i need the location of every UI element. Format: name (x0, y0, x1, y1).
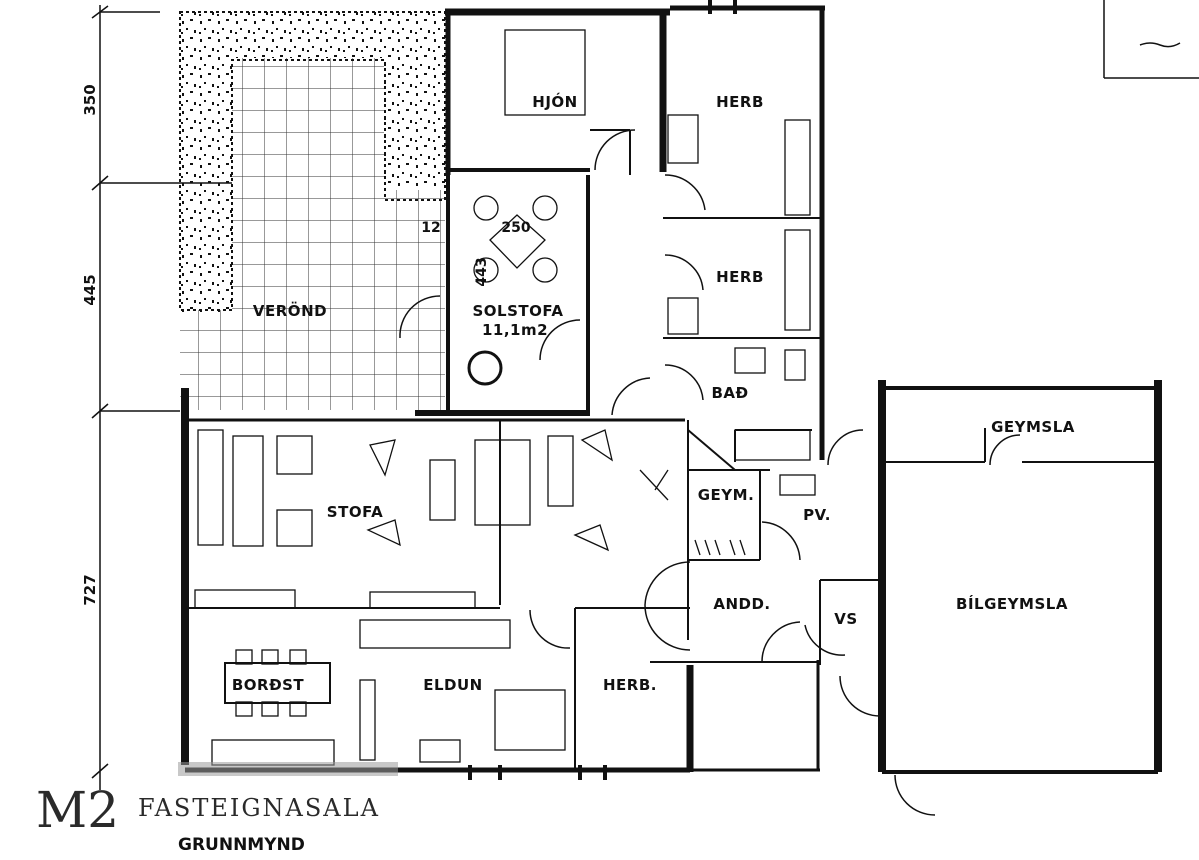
label-geym: GEYM. (698, 486, 755, 504)
exterior-walls (181, 5, 1162, 774)
label-verond: VERÖND (253, 301, 327, 320)
room-labels: HJÓN HERB HERB BAÐ SOLSTOFA 11,1m2 VERÖN… (232, 92, 1075, 694)
dimension-727: 727 (81, 574, 99, 605)
door-swings (399, 129, 1021, 816)
label-bad: BAÐ (711, 384, 748, 402)
label-vs: VS (834, 610, 857, 628)
label-eldun: ELDUN (423, 676, 483, 694)
label-bordst: BORÐST (232, 676, 305, 694)
furniture (194, 0, 816, 780)
label-herb-2: HERB (716, 268, 764, 286)
logo: M2 FASTEIGNASALA (36, 781, 380, 839)
label-geymsla: GEYMSLA (991, 418, 1075, 436)
label-stofa: STOFA (327, 503, 383, 521)
label-bilgeymsla: BÍLGEYMSLA (956, 594, 1068, 613)
dimension-12: 12 (421, 220, 440, 236)
dimension-445: 445 (81, 274, 99, 305)
label-solstofa: SOLSTOFA (472, 302, 563, 320)
label-solstofa-area: 11,1m2 (482, 321, 548, 339)
label-hjon: HJÓN (532, 92, 577, 111)
dimension-443: 443 (474, 257, 490, 286)
dimension-350: 350 (81, 84, 99, 115)
title-block-fragment (1103, 0, 1199, 79)
veranda-area (179, 11, 446, 410)
label-pv: PV. (803, 506, 831, 524)
drawing-caption: GRUNNMYND (178, 835, 305, 855)
label-herb-1: HERB (716, 93, 764, 111)
logo-name: FASTEIGNASALA (138, 794, 380, 822)
label-herb-3: HERB. (603, 676, 657, 694)
label-andd: ANDD. (713, 595, 770, 613)
logo-mark: M2 (36, 781, 119, 839)
watermark-band (178, 762, 398, 776)
dimension-250: 250 (501, 220, 530, 236)
